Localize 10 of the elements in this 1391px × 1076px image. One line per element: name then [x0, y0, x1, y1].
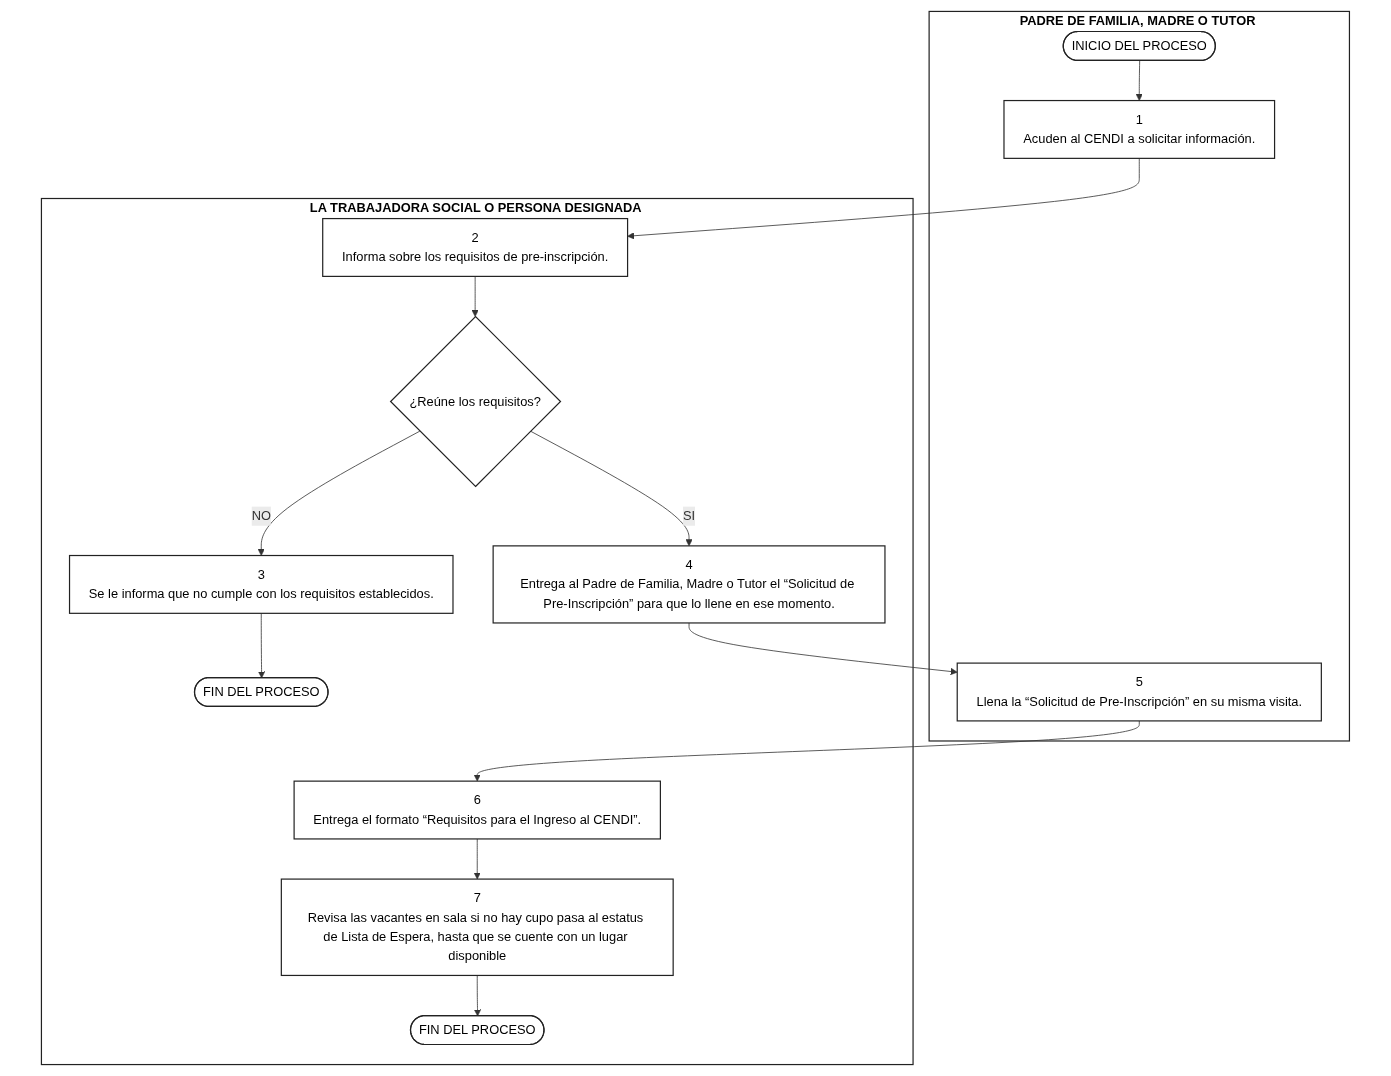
- node-box: 3 Se le informa que no cumple con los requisitos establecidos.: [69, 554, 454, 614]
- node-box: 6 Entrega el formato “Requisitos para el Ingreso al CENDI”.: [293, 780, 662, 840]
- node-box: 2 Informa sobre los requisitos de pre-inscripción.: [322, 218, 629, 277]
- node-box: 7 Revisa las vacantes en sala si no hay cupo pasa al estatus de Lista de Espera, hasta que se cuente con un lugar disponible: [280, 878, 674, 977]
- node-diamond: ¿Reúne los requisitos?: [389, 315, 562, 488]
- edge-label: NO: [251, 508, 271, 523]
- edge-label: SI: [683, 508, 696, 523]
- node-box: 4 Entrega al Padre de Familia, Madre o Tutor el “Solicitud de Pre-Inscripción” para que lo llene en ese momento.: [492, 545, 886, 624]
- node-box: 5 Llena la “Solicitud de Pre-Inscripción” en su misma visita.: [956, 662, 1322, 722]
- node-box: 1 Acuden al CENDI a solicitar información.: [1003, 99, 1276, 159]
